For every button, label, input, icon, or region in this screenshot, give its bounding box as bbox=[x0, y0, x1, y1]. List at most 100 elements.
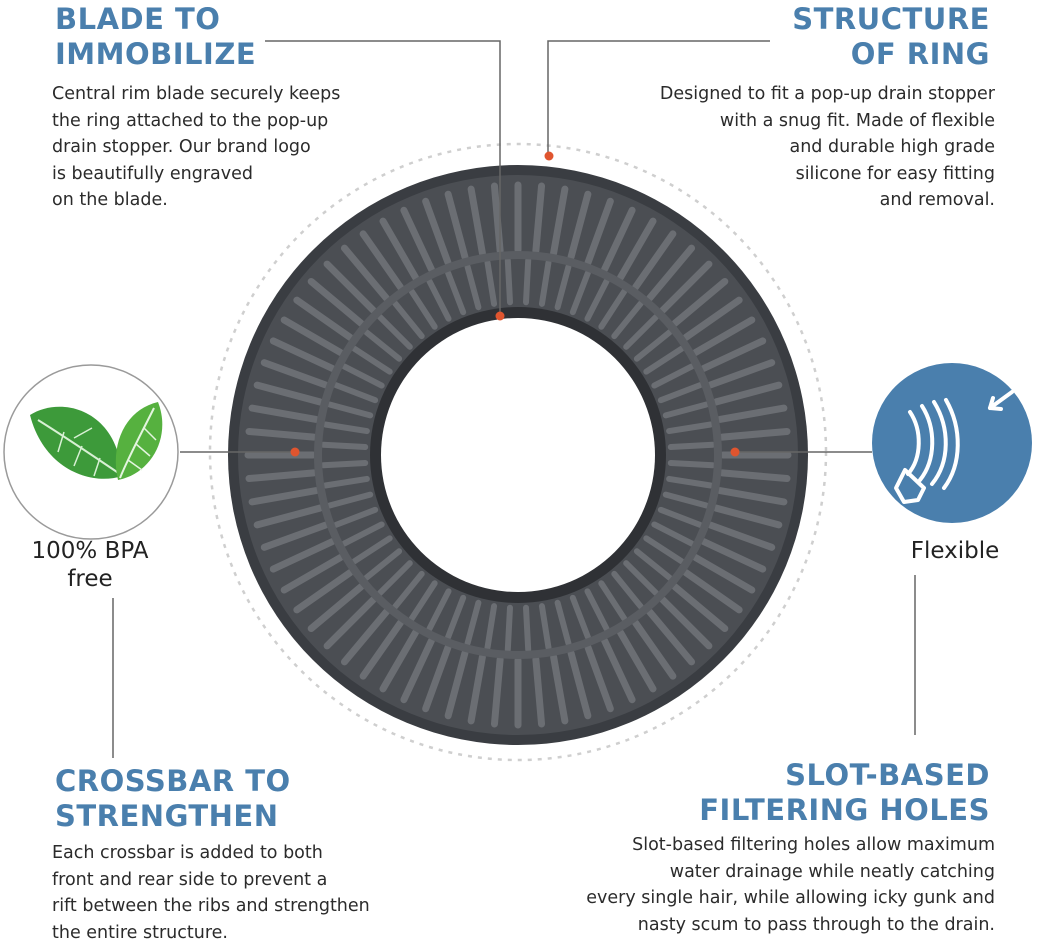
strainer-rib bbox=[426, 588, 452, 632]
strainer-rib bbox=[632, 230, 677, 291]
slots-line: every single hair, while allowing icky g… bbox=[586, 888, 995, 908]
strainer-rib bbox=[700, 337, 767, 372]
strainer-rib bbox=[359, 230, 404, 291]
strainer-rib bbox=[632, 619, 677, 680]
blade-line: is beautifully engraved bbox=[52, 163, 253, 184]
blade-line: Central rim blade securely keeps bbox=[52, 84, 341, 104]
crossbar-heading-line1: CROSSBAR TO bbox=[55, 764, 291, 798]
strainer-rib bbox=[445, 594, 467, 641]
strainer-rib bbox=[667, 460, 716, 469]
strainer-rib bbox=[700, 538, 767, 573]
structure-description: Designed to fit a pop-up drain stopper w… bbox=[575, 81, 995, 214]
strainer-rib bbox=[716, 404, 788, 423]
strainer-rib bbox=[484, 603, 498, 651]
strainer-rib bbox=[712, 381, 783, 406]
strainer-rib bbox=[248, 404, 320, 423]
strainer-rib bbox=[643, 535, 685, 565]
strainer-rib bbox=[332, 382, 379, 404]
strainer-rib bbox=[550, 185, 569, 257]
strainer-rib bbox=[426, 278, 452, 322]
strainer-rib bbox=[400, 206, 435, 273]
strainer-rib bbox=[504, 604, 513, 653]
strainer-rib bbox=[341, 363, 385, 389]
strainer-rib bbox=[280, 554, 344, 594]
strainer-rib bbox=[444, 649, 469, 720]
strainer-rib bbox=[601, 206, 636, 273]
strainer-rib bbox=[682, 296, 743, 341]
strainer-rib bbox=[467, 653, 486, 725]
strainer-rib bbox=[260, 359, 329, 389]
blade-line: drain stopper. Our brand logo bbox=[52, 137, 311, 157]
slots-heading-line2: FILTERING HOLES bbox=[699, 793, 990, 827]
strainer-rib bbox=[245, 469, 318, 483]
strainer-rib bbox=[671, 583, 729, 633]
strainer-rib bbox=[307, 277, 365, 327]
strainer-rib bbox=[617, 217, 657, 281]
strainer-rib bbox=[651, 363, 695, 389]
structure-callout-line bbox=[547, 40, 770, 155]
strainer-rib bbox=[646, 244, 696, 302]
strainer-rib bbox=[326, 491, 374, 509]
blade-description: Central rim blade securely keeps the rin… bbox=[52, 81, 392, 214]
strainer-rib bbox=[340, 608, 390, 666]
strainer-rib bbox=[584, 278, 610, 322]
strainer-rib bbox=[408, 288, 438, 330]
strainer-rib bbox=[523, 604, 532, 653]
structure-heading-line2: OF RING bbox=[850, 37, 990, 71]
strainer-rib bbox=[280, 316, 344, 356]
slot-dot bbox=[730, 447, 740, 457]
structure-heading: STRUCTURE OF RING bbox=[792, 2, 990, 72]
crossbar-heading: CROSSBAR TO STRENGTHEN bbox=[55, 764, 291, 834]
strainer-rib bbox=[269, 538, 336, 573]
strainer-rib bbox=[657, 506, 704, 528]
strainer-rib bbox=[707, 359, 776, 389]
strainer-rib bbox=[712, 504, 783, 529]
crossbar-dot bbox=[290, 447, 300, 457]
strainer-rib bbox=[569, 594, 591, 641]
strainer-rib bbox=[584, 588, 610, 632]
strainer-rib bbox=[445, 269, 467, 316]
strainer-rib bbox=[379, 217, 419, 281]
strainer-rib bbox=[464, 263, 482, 311]
drain-strainer-ring bbox=[228, 165, 808, 745]
blade-dot bbox=[495, 311, 505, 321]
strainer-rib bbox=[667, 441, 716, 450]
strainer-rib bbox=[248, 487, 320, 506]
strainer-rib bbox=[666, 475, 714, 489]
strainer-rib bbox=[598, 288, 628, 330]
strainer-rib bbox=[633, 548, 673, 581]
strainer-rib bbox=[646, 608, 696, 666]
strainer-rib bbox=[692, 316, 756, 356]
blade-line: on the blade. bbox=[52, 190, 168, 210]
strainer-rib bbox=[707, 521, 776, 551]
strainer-rib bbox=[651, 521, 695, 547]
bpa-badge bbox=[3, 364, 179, 540]
structure-line: Designed to fit a pop-up drain stopper bbox=[659, 84, 995, 104]
structure-dot bbox=[544, 151, 554, 161]
leaves-icon bbox=[30, 402, 163, 480]
structure-line: silicone for easy fitting bbox=[795, 163, 995, 184]
blade-heading-line1: BLADE TO bbox=[55, 2, 221, 36]
strainer-rib bbox=[400, 637, 435, 704]
structure-line: and durable high grade bbox=[789, 137, 995, 157]
bpa-label-line1: 100% BPA bbox=[31, 538, 149, 564]
slots-line: water drainage while neatly catching bbox=[669, 861, 995, 882]
crossbar-line: front and rear side to prevent a bbox=[52, 869, 328, 890]
flexible-label: Flexible bbox=[910, 538, 1000, 564]
strainer-rib bbox=[532, 655, 546, 728]
strainer-rib bbox=[490, 655, 504, 728]
strainer-rib bbox=[490, 182, 504, 255]
strainer-rib bbox=[623, 314, 659, 350]
callout-lines bbox=[112, 40, 916, 758]
strainer-rib bbox=[532, 182, 546, 255]
strainer-rib bbox=[379, 629, 419, 693]
strainer-rib bbox=[718, 469, 791, 483]
structure-line: and removal. bbox=[879, 190, 995, 210]
accent-dots bbox=[290, 151, 740, 457]
strainer-rib bbox=[320, 460, 369, 469]
flexible-badge bbox=[872, 363, 1032, 523]
strainer-rib bbox=[363, 548, 403, 581]
strainer-rib bbox=[323, 260, 377, 314]
blade-line: the ring attached to the pop-up bbox=[52, 110, 329, 131]
strainer-rib bbox=[623, 560, 659, 596]
